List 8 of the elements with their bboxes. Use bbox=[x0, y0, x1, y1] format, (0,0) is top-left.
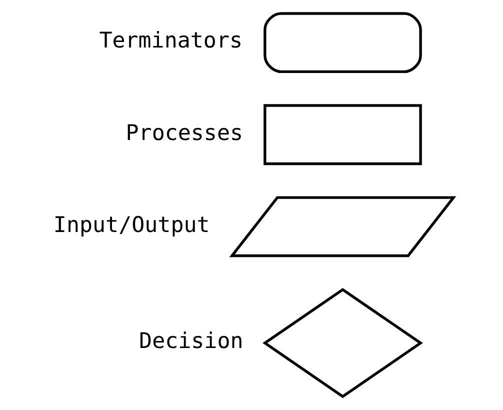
node-label: Decision bbox=[138, 329, 243, 354]
node-parallelogram bbox=[228, 196, 456, 258]
node-diamond bbox=[262, 288, 422, 398]
node-label: Input/Output bbox=[52, 212, 210, 238]
node-box bbox=[263, 104, 422, 166]
node-label: Processes bbox=[125, 120, 243, 146]
node-label: Terminators bbox=[98, 28, 242, 54]
node-stadium bbox=[263, 12, 422, 74]
